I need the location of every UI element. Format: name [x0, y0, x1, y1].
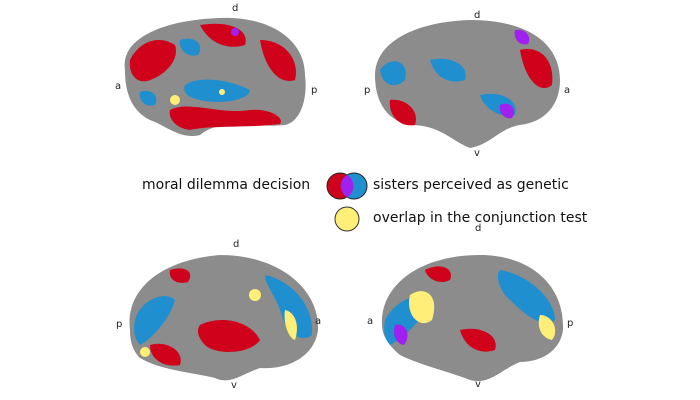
- brain-left-medial: [129, 255, 319, 381]
- label-ventral: v: [474, 148, 480, 159]
- label-anterior: a: [315, 316, 322, 327]
- legend-label-moral-dilemma: moral dilemma decision: [142, 177, 311, 193]
- label-dorsal: d: [474, 10, 481, 21]
- brain-left-lateral: [124, 17, 306, 137]
- legend-venn-icon: [326, 172, 368, 200]
- label-ventral: v: [475, 379, 481, 390]
- label-anterior: a: [564, 85, 571, 96]
- legend-label-conjunction: overlap in the conjunction test: [373, 210, 588, 226]
- label-anterior: a: [115, 81, 122, 92]
- label-posterior: p: [567, 318, 574, 329]
- legend-label-sisters-genetic: sisters perceived as genetic: [373, 177, 569, 193]
- brain-right-medial: [381, 255, 564, 381]
- label-anterior: a: [367, 316, 374, 327]
- label-dorsal: d: [233, 239, 240, 250]
- legend-conjunction-icon: [334, 206, 360, 232]
- label-posterior: p: [116, 319, 123, 330]
- label-dorsal: d: [232, 3, 239, 14]
- brain-right-lateral: [375, 20, 560, 148]
- label-posterior: p: [311, 85, 318, 96]
- label-ventral: v: [231, 380, 237, 391]
- label-dorsal: d: [475, 223, 482, 234]
- label-posterior: p: [364, 85, 371, 96]
